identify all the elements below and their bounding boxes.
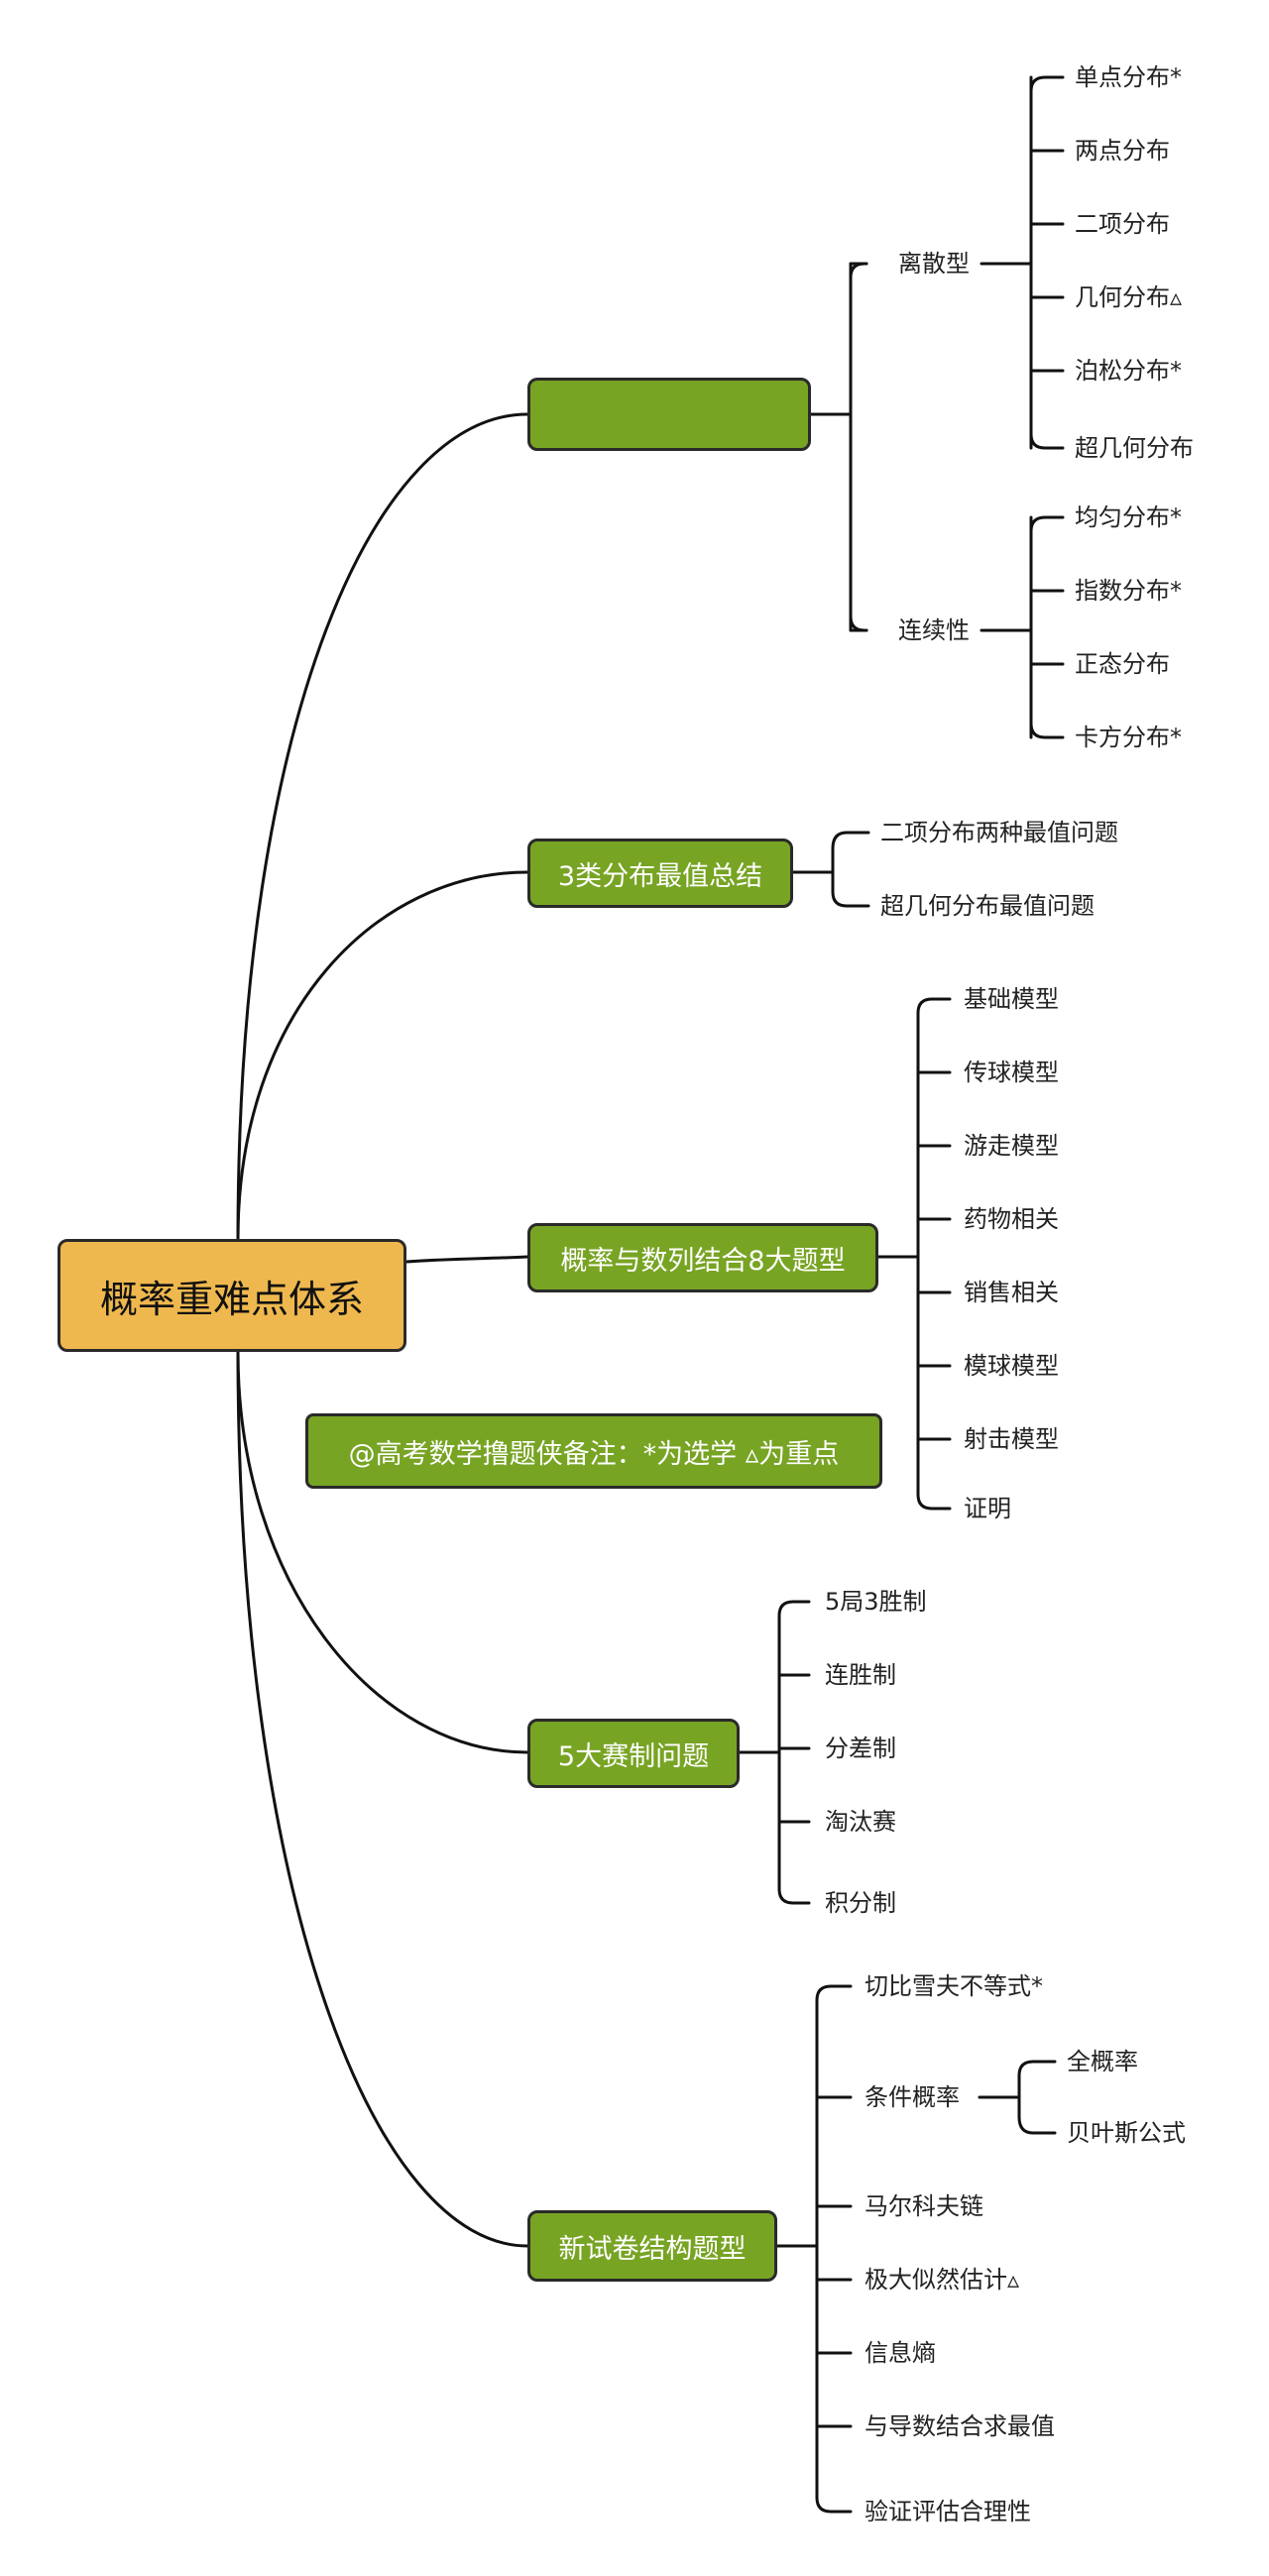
leaf-item: 模球模型 bbox=[964, 1352, 1059, 1380]
branch-competition-formats[interactable]: 5大赛制问题 bbox=[527, 1719, 740, 1788]
branch-probability-sequences[interactable]: 概率与数列结合8大题型 bbox=[527, 1223, 878, 1292]
branch-label: 概率与数列结合8大题型 bbox=[560, 1245, 846, 1277]
leaf-item: 单点分布* bbox=[1075, 63, 1182, 91]
leaf-item: 连胜制 bbox=[825, 1661, 896, 1689]
leaf-item: 淘汰赛 bbox=[825, 1808, 896, 1836]
root-label: 概率重难点体系 bbox=[99, 1277, 364, 1321]
leaf-item: 均匀分布* bbox=[1075, 504, 1182, 531]
leaf-item: 二项分布 bbox=[1075, 210, 1170, 238]
leaf-item: 条件概率 bbox=[865, 2083, 960, 2111]
leaf-item: 两点分布 bbox=[1075, 137, 1170, 165]
leaf-item: 极大似然估计▵ bbox=[865, 2266, 1020, 2294]
leaf-item: 与导数结合求最值 bbox=[865, 2412, 1055, 2440]
branch-new-exam-questions[interactable]: 新试卷结构题型 bbox=[527, 2210, 777, 2282]
leaf-item: 二项分布两种最值问题 bbox=[880, 819, 1118, 846]
leaf-item: 射击模型 bbox=[964, 1425, 1059, 1453]
leaf-item: 正态分布 bbox=[1075, 650, 1170, 678]
leaf-item: 超几何分布最值问题 bbox=[880, 892, 1095, 920]
branch-extreme-values[interactable]: 3类分布最值总结 bbox=[527, 839, 793, 908]
branch-distributions[interactable] bbox=[527, 378, 811, 451]
leaf-item: 5局3胜制 bbox=[825, 1588, 927, 1616]
leaf-item: 泊松分布* bbox=[1075, 357, 1182, 385]
leaf-item: 马尔科夫链 bbox=[865, 2192, 983, 2220]
leaf-item: 贝叶斯公式 bbox=[1067, 2119, 1186, 2147]
branch-label: 新试卷结构题型 bbox=[558, 2233, 747, 2265]
subnode-discrete: 离散型 bbox=[898, 250, 970, 278]
leaf-item: 基础模型 bbox=[964, 985, 1059, 1013]
leaf-item: 全概率 bbox=[1067, 2048, 1138, 2075]
leaf-item: 信息熵 bbox=[865, 2339, 936, 2367]
leaf-item: 切比雪夫不等式* bbox=[865, 1972, 1043, 2000]
leaf-item: 分差制 bbox=[825, 1735, 896, 1762]
leaf-item: 卡方分布* bbox=[1075, 724, 1182, 751]
leaf-item: 传球模型 bbox=[964, 1059, 1059, 1086]
leaf-item: 指数分布* bbox=[1075, 577, 1182, 605]
leaf-item: 游走模型 bbox=[964, 1132, 1059, 1160]
leaf-item: 积分制 bbox=[825, 1889, 896, 1917]
leaf-item: 销售相关 bbox=[964, 1279, 1059, 1306]
root-node[interactable]: 概率重难点体系 bbox=[58, 1239, 406, 1352]
leaf-item: 证明 bbox=[964, 1495, 1011, 1522]
leaf-item: 验证评估合理性 bbox=[865, 2498, 1031, 2525]
leaf-item: 超几何分布 bbox=[1075, 434, 1194, 462]
subnode-continuous: 连续性 bbox=[898, 616, 970, 644]
branch-label: 3类分布最值总结 bbox=[557, 860, 763, 892]
legend-note-text: @高考数学撸题侠备注：*为选学 ▵为重点 bbox=[348, 1438, 840, 1470]
leaf-item: 几何分布▵ bbox=[1075, 283, 1183, 311]
branch-label: 5大赛制问题 bbox=[557, 1740, 710, 1772]
leaf-item: 药物相关 bbox=[964, 1205, 1059, 1233]
legend-note: @高考数学撸题侠备注：*为选学 ▵为重点 bbox=[305, 1413, 882, 1489]
